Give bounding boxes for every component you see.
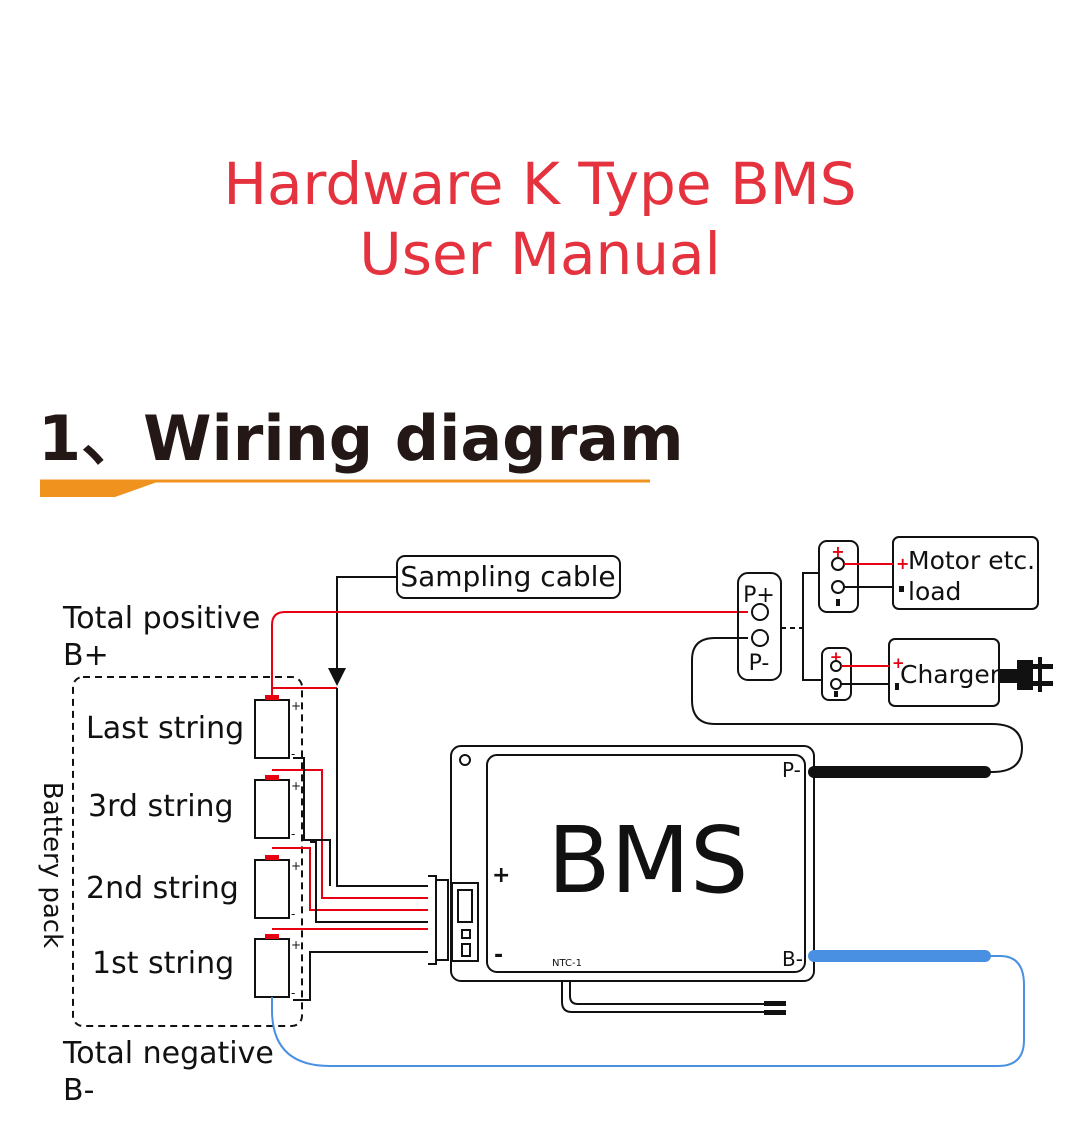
sampling-cable-label: Sampling cable — [400, 560, 615, 593]
p-minus-label: P- — [749, 651, 770, 676]
bms-mount-hole — [459, 754, 471, 766]
black-sampling-wires — [293, 688, 428, 1001]
bms-label: BMS — [548, 807, 749, 914]
section-heading: 1、Wiring diagram — [38, 402, 684, 475]
ntc-plug-bottom — [764, 1010, 786, 1015]
svg-text:+: + — [291, 938, 301, 952]
svg-text:-: - — [291, 907, 295, 921]
battery-terminals — [265, 695, 279, 939]
b-minus-loop-wire — [271, 955, 1025, 1067]
charger-minus-mark — [895, 683, 899, 690]
motor-label: Motor etc. — [908, 546, 1035, 575]
b-minus-label: B- — [63, 1073, 94, 1108]
heading-underline — [40, 479, 650, 497]
ntc-cable — [561, 981, 770, 1013]
p-plus-terminal — [751, 603, 769, 621]
bms-b-minus-label: B- — [782, 947, 803, 971]
bms-connector — [428, 875, 479, 965]
motor-connector-pin-positive — [831, 557, 845, 571]
motor-plus-mark: + — [896, 554, 909, 573]
battery-cell-3rd — [254, 779, 290, 839]
motor-connector-minus — [836, 599, 840, 606]
motor-connector — [818, 540, 859, 613]
charger-connector-minus — [834, 691, 838, 697]
svg-text:-: - — [291, 986, 295, 1000]
total-negative-label: Total negative — [62, 1036, 274, 1071]
total-positive-label: Total positive — [62, 601, 260, 636]
svg-text:-: - — [291, 747, 295, 761]
battery-pack-label: Battery pack — [37, 782, 67, 948]
cell-polarity-marks: + - + - + - + - — [291, 699, 301, 1000]
string-label-3rd: 3rd string — [88, 789, 234, 824]
bms-p-minus-label: P- — [782, 758, 801, 782]
p-minus-terminal — [751, 629, 769, 647]
title-line-1: Hardware K Type BMS — [223, 150, 857, 218]
bms-plus-mark: + — [492, 863, 510, 888]
charger-connector-pin-positive — [830, 660, 842, 672]
load-label: load — [908, 577, 961, 606]
ntc-plug-top — [764, 1001, 786, 1006]
battery-cell-last — [254, 699, 290, 759]
title-line-2: User Manual — [359, 220, 721, 288]
motor-minus-mark — [899, 586, 904, 592]
svg-text:+: + — [291, 859, 301, 873]
battery-cell-1st — [254, 938, 290, 998]
bms-inner-panel — [486, 754, 806, 973]
p-terminal-block — [737, 572, 782, 681]
bms-outer-case — [450, 745, 815, 982]
b-plus-label: B+ — [63, 638, 109, 673]
red-wires — [271, 611, 748, 930]
svg-text:+: + — [291, 779, 301, 793]
battery-pack-box — [72, 676, 303, 1027]
svg-text:-: - — [291, 827, 295, 841]
charger-plus-mark: + — [892, 654, 905, 672]
charger-connector — [821, 647, 852, 701]
battery-cell-2nd — [254, 859, 290, 919]
bms-minus-mark: - — [494, 943, 503, 968]
string-label-1st: 1st string — [92, 946, 234, 981]
p-minus-loop-wire — [691, 637, 1024, 773]
charger-connector-pin-negative — [830, 678, 842, 690]
sampling-arrow-head — [328, 668, 346, 686]
sampling-arrow-line — [336, 576, 397, 670]
string-label-last: Last string — [86, 711, 244, 746]
ntc-label: NTC-1 — [552, 958, 582, 969]
charger-label: Charger — [900, 660, 1001, 689]
motor-connector-pin-negative — [831, 580, 845, 594]
mains-plug — [999, 657, 1053, 692]
svg-text:+: + — [291, 699, 301, 713]
load-branch-lines — [781, 572, 822, 681]
string-label-2nd: 2nd string — [86, 871, 239, 906]
motor-load-box — [892, 536, 1039, 610]
motor-connector-plus: + — [831, 542, 844, 561]
